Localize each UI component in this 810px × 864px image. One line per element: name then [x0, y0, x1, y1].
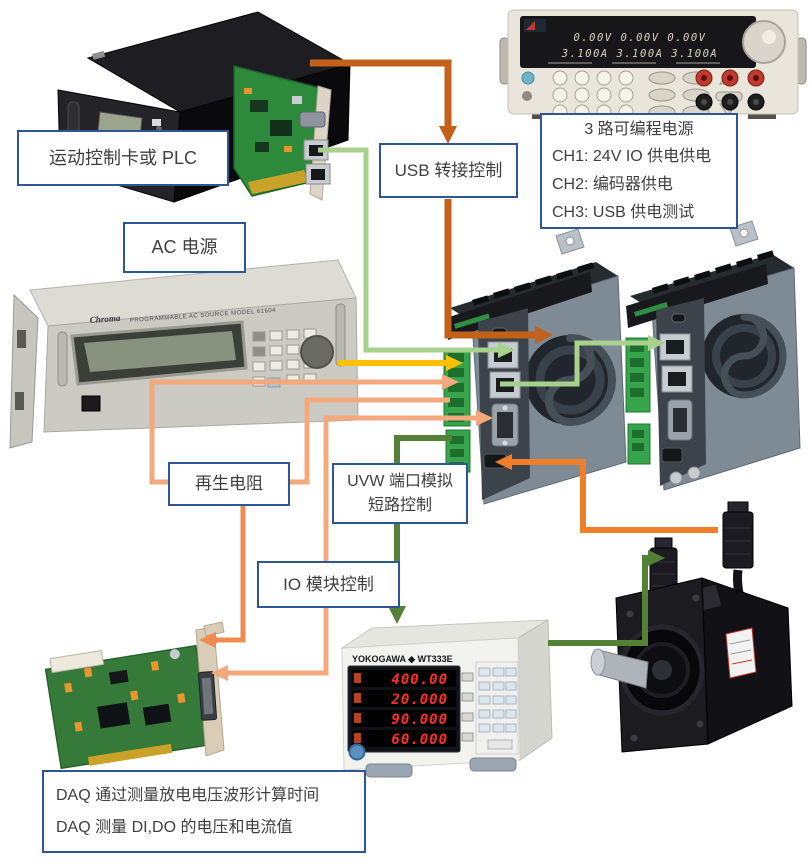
psu-knob	[742, 20, 786, 64]
label-daq-description: DAQ 通过测量放电电压波形计算时间 DAQ 测量 DI,DO 的电压和电流值	[42, 770, 366, 853]
label-uvw-short-circuit: UVW 端口模拟 短路控制	[332, 463, 468, 524]
arrowhead-left	[495, 454, 512, 470]
arrowhead-right	[476, 410, 493, 426]
pci-edge-connector	[87, 743, 173, 766]
ac-left-handle	[57, 331, 68, 387]
meter-foot	[365, 763, 413, 778]
psu-display	[520, 16, 756, 68]
arrowhead-down	[388, 606, 406, 624]
arrowhead-right	[535, 326, 553, 344]
servo-motor	[590, 501, 793, 753]
ac-knob	[300, 335, 334, 369]
wire-pc-to-usb-adapter	[310, 59, 457, 144]
dc-power-supply: 0.00V 0.00V 0.00V 3.100A 3.100A 3.100A	[499, 9, 807, 120]
arrowhead-right	[648, 550, 665, 566]
meter-power-button	[348, 743, 366, 761]
arrowhead-left	[211, 665, 228, 681]
drive-logo	[454, 313, 490, 329]
wire-regen-resistor-left-to-drive	[149, 374, 459, 485]
drive-bay	[92, 50, 106, 60]
meter-keypad	[478, 667, 517, 733]
label-uvw-line2: 短路控制	[367, 496, 432, 514]
label-usb-adapter-text: USB 转接控制	[394, 160, 503, 180]
display-side-keys	[461, 672, 474, 742]
power-meter: YOKOGAWA ◆ WT333E 400.00 20.000 90.000 6…	[340, 619, 553, 778]
label-psu-title: 3 路可编程电源	[584, 120, 694, 138]
meter-reading-2: 20.000	[390, 692, 448, 708]
servo-drive-left	[443, 228, 627, 505]
binding-posts	[695, 69, 765, 111]
arrowhead-right	[498, 342, 515, 358]
label-programmable-psu: 3 路可编程电源 CH1: 24V IO 供电供电 CH2: 编码器供电 CH3…	[540, 113, 738, 229]
label-ac-power-text: AC 电源	[151, 237, 218, 257]
usb-c-port	[671, 313, 686, 323]
itech-logo	[526, 21, 535, 30]
label-usb-adapter: USB 转接控制	[379, 143, 518, 198]
meter-reading-1: 400.00	[391, 672, 448, 688]
meter-brand-text: YOKOGAWA ◆ WT333E	[352, 654, 453, 664]
label-psu-ch1: CH1: 24V IO 供电供电	[552, 148, 712, 166]
meter-reading-4: 60.000	[391, 732, 448, 748]
label-regen-resistor-text: 再生电阻	[195, 474, 263, 494]
psu-keypad	[552, 70, 634, 120]
top-vents	[652, 250, 775, 294]
pci-motion-card	[233, 65, 332, 201]
ac-power-switch	[81, 395, 101, 412]
wire-regen-resistor-right-to-drive	[288, 397, 450, 485]
daq-card	[44, 621, 225, 770]
vga-port	[299, 111, 326, 128]
arrowhead-right	[446, 355, 463, 371]
label-io-module: IO 模块控制	[257, 561, 400, 608]
pci-edge-connector	[248, 170, 308, 194]
firewire-port	[661, 447, 683, 463]
top-vents	[472, 262, 595, 306]
wire-pci-card-to-drive-ethernet	[318, 147, 515, 358]
label-daq-line1: DAQ 通过测量放电电压波形计算时间	[56, 787, 320, 805]
label-psu-ch2: CH2: 编码器供电	[552, 176, 673, 193]
wire-power-meter-to-motor	[548, 550, 665, 646]
arrowhead-right	[442, 374, 459, 390]
psu-amp-readout: 3.100A 3.100A 3.100A	[561, 48, 718, 60]
label-io-module-text: IO 模块控制	[283, 574, 374, 594]
meter-foot	[469, 757, 517, 772]
meter-reading-3: 90.000	[391, 712, 448, 728]
wire-drive-to-drive-link	[500, 335, 665, 387]
label-regen-resistor: 再生电阻	[168, 462, 290, 506]
arrowhead-down	[439, 126, 457, 144]
wire-usb-adapter-to-drive	[444, 199, 553, 344]
label-psu-ch3: CH3: USB 供电测试	[552, 203, 695, 221]
wire-drive-io-to-daq	[211, 410, 493, 681]
wire-drive-uvw-to-power-meter	[388, 435, 452, 624]
wire-regen-resistor-to-daq	[199, 503, 246, 648]
psu-volt-readout: 0.00V 0.00V 0.00V	[574, 32, 707, 44]
arrowhead-right	[648, 335, 665, 351]
arrowhead-left	[199, 632, 216, 648]
ac-power-source-unit: Chroma PROGRAMMABLE AC SOURCE MODEL 6160…	[9, 259, 359, 449]
label-ac-power: AC 电源	[123, 222, 246, 273]
power-button	[521, 71, 535, 85]
wire-ac-source-to-drive	[338, 355, 463, 371]
label-daq-line2: DAQ 测量 DI,DO 的电压和电流值	[56, 818, 293, 836]
capacitors	[64, 660, 186, 732]
servo-drive-right	[625, 220, 801, 491]
meter-key-panel	[475, 661, 519, 755]
label-uvw-line1: UVW 端口模拟	[347, 472, 453, 490]
label-motion-controller: 运动控制卡或 PLC	[17, 130, 229, 186]
board-header-connector	[49, 649, 105, 674]
wire-motor-encoder-to-drive	[495, 454, 718, 533]
label-motion-controller-text: 运动控制卡或 PLC	[48, 147, 198, 168]
ac-brand-text: Chroma	[89, 313, 121, 325]
drive-logo	[634, 302, 668, 317]
